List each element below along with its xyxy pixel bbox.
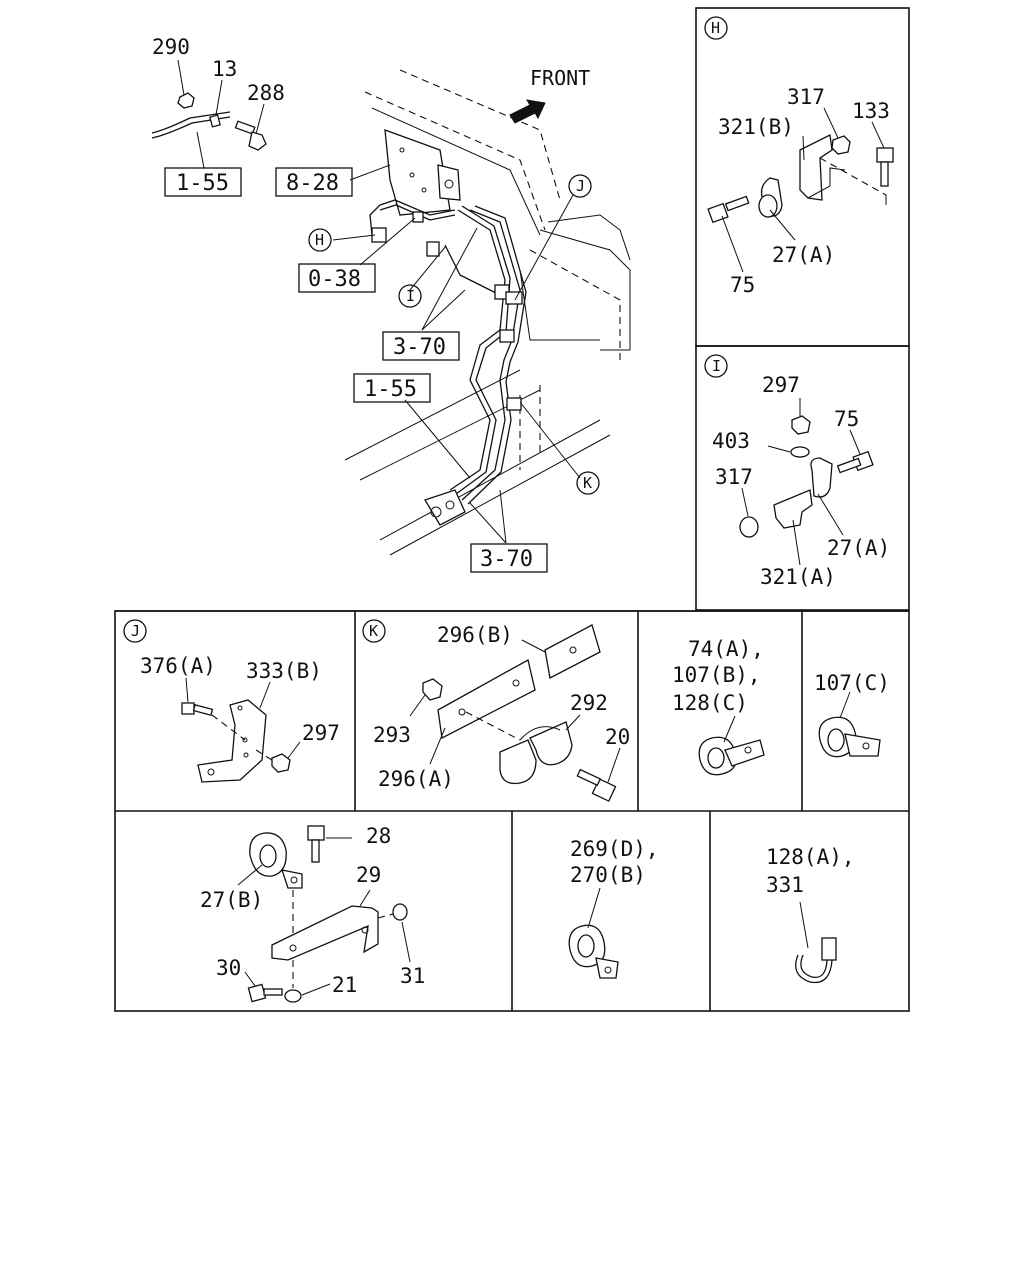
ref-box-8-28[interactable] [275,167,353,197]
label-j-297: 297 [302,721,340,745]
label-27b: 27(B) [200,888,263,912]
label-k-296a: 296(A) [378,767,454,791]
label-i-297: 297 [762,373,800,397]
label-h-27a: 27(A) [772,243,835,267]
panel-i-illustration [704,354,874,566]
callout-k-text: K [583,474,592,492]
label-h-133: 133 [852,99,890,123]
label-i-317: 317 [715,465,753,489]
label-30: 30 [216,956,241,980]
label-h-317: 317 [787,85,825,109]
label-331: 331 [766,873,804,897]
ref-box-0-38[interactable] [298,263,376,293]
callout-h-circle [308,228,332,252]
ref-box-3-70-top[interactable] [382,331,460,361]
label-i-403: 403 [712,429,750,453]
ref-1-55-mid-text: 1-55 [364,377,417,402]
panel-107c-illustration [818,691,881,758]
label-21: 21 [332,973,357,997]
label-i-75: 75 [834,407,859,431]
panel-27b-illustration [237,825,411,1003]
ref-3-70-top-text: 3-70 [393,335,446,360]
label-128c: 128(C) [672,691,748,715]
label-270b: 270(B) [570,863,646,887]
panel-h-illustration [704,16,894,273]
label-269d: 269(D), [570,837,659,861]
panel-k-illustration [362,619,621,802]
label-288: 288 [247,81,285,105]
label-290: 290 [152,35,190,59]
front-arrow-icon [509,99,546,124]
label-k-296b: 296(B) [437,623,513,647]
callout-k-circle [576,471,600,495]
panel-269-illustration [568,887,619,979]
panel-128a-illustration [795,901,837,984]
label-k-292: 292 [570,691,608,715]
label-h-75: 75 [730,273,755,297]
label-28: 28 [366,824,391,848]
label-107c: 107(C) [814,671,890,695]
callout-i-text: I [406,287,415,305]
label-h-321b: 321(B) [718,115,794,139]
panel-frames [114,7,910,1012]
panel-h-tag: H [711,19,720,37]
ref-3-70-bottom-text: 3-70 [480,547,533,572]
ref-box-1-55-mid[interactable] [353,373,431,403]
panel-i-tag: I [712,357,721,375]
label-j-376a: 376(A) [140,654,216,678]
label-j-333b: 333(B) [246,659,322,683]
label-107b: 107(B), [672,663,761,687]
callout-h-text: H [315,231,324,249]
ref-box-1-55-top[interactable] [164,167,242,197]
panel-k-tag: K [369,622,378,640]
label-k-20: 20 [605,725,630,749]
ref-box-3-70-bottom[interactable] [470,543,548,573]
label-31: 31 [400,964,425,988]
ref-1-55-top-text: 1-55 [176,171,229,196]
front-label: FRONT [530,66,590,90]
panel-j-illustration [123,619,301,783]
label-74a: 74(A), [688,637,764,661]
label-i-27a: 27(A) [827,536,890,560]
label-29: 29 [356,863,381,887]
callout-j-text: J [576,177,585,195]
main-illustration [151,59,631,573]
label-128a: 128(A), [766,845,855,869]
ref-0-38-text: 0-38 [308,267,361,292]
panel-j-tag: J [131,622,140,640]
label-i-321a: 321(A) [760,565,836,589]
callout-i-circle [398,284,422,308]
panel-74-illustration [698,715,765,776]
label-13: 13 [212,57,237,81]
callout-j-circle [568,174,592,198]
label-k-293: 293 [373,723,411,747]
ref-8-28-text: 8-28 [286,171,339,196]
